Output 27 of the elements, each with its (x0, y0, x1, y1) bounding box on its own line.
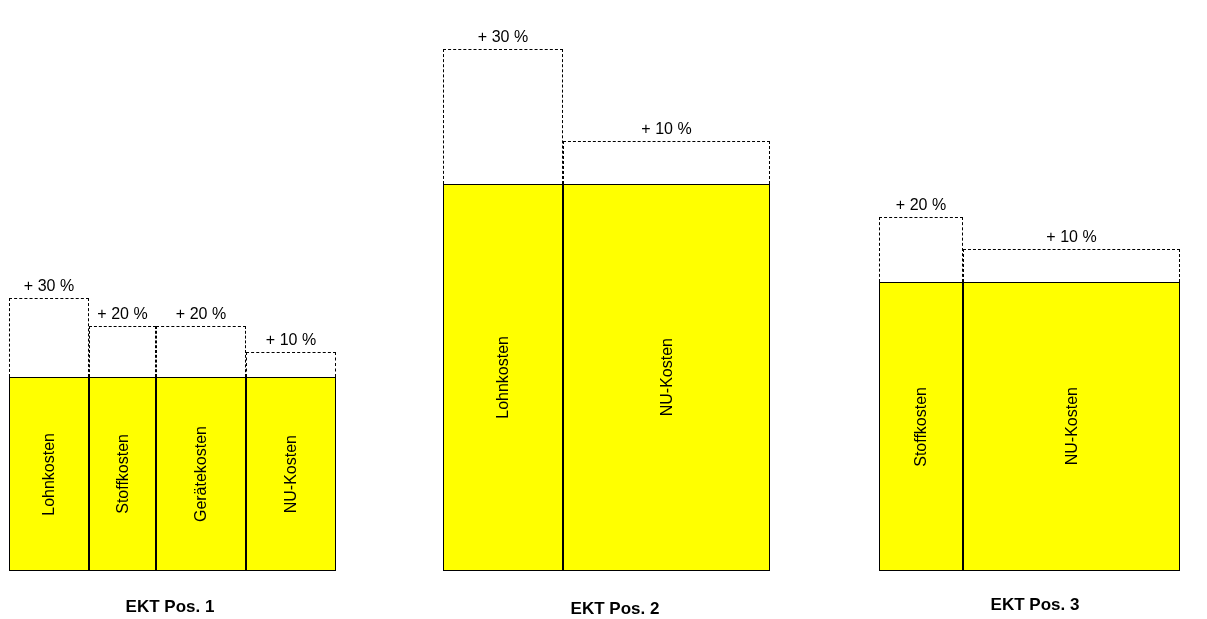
surcharge-label: + 20 % (175, 305, 227, 323)
cost-bar (156, 377, 246, 571)
position-caption: EKT Pos. 1 (125, 597, 215, 617)
position-caption: EKT Pos. 2 (570, 599, 660, 619)
cost-label: Lohnkosten (40, 432, 58, 516)
cost-bar (563, 184, 770, 571)
cost-bar (879, 282, 963, 571)
cost-label: Stoffkosten (912, 386, 930, 467)
cost-label: Gerätekosten (192, 425, 210, 523)
cost-label: NU-Kosten (1062, 387, 1081, 466)
cost-bar (443, 184, 563, 571)
surcharge-label: + 10 % (1046, 228, 1097, 246)
surcharge-label: + 10 % (641, 120, 692, 138)
cost-label: Lohnkosten (494, 336, 512, 419)
cost-label: Stoffkosten (113, 434, 132, 514)
cost-bar (246, 377, 336, 571)
position-caption: EKT Pos. 3 (990, 595, 1080, 615)
surcharge-label: + 20 % (895, 196, 947, 214)
cost-bar (89, 377, 156, 571)
cost-label: NU-Kosten (282, 434, 300, 514)
cost-bar (9, 377, 89, 571)
surcharge-label: + 30 % (23, 277, 75, 295)
cost-label: NU-Kosten (657, 338, 676, 417)
surcharge-label: + 30 % (477, 28, 529, 46)
surcharge-label: + 20 % (97, 305, 148, 323)
surcharge-label: + 10 % (265, 331, 317, 349)
cost-bar (963, 282, 1180, 571)
